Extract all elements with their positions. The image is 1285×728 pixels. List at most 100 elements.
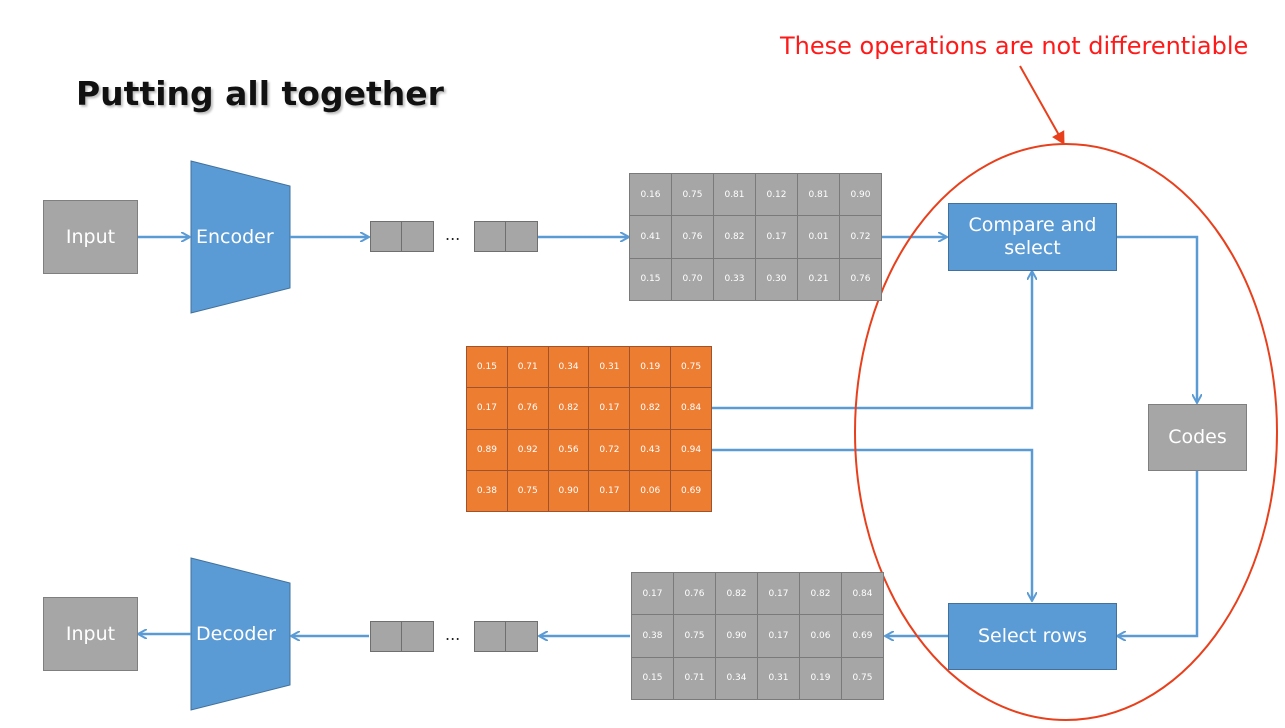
input-bottom-label: Input — [65, 622, 116, 645]
compare-and-select-box: Compare and select — [948, 203, 1117, 271]
matrix-cell: 0.30 — [756, 258, 798, 301]
matrix-cell: 0.71 — [674, 657, 716, 700]
select-rows-label: Select rows — [977, 625, 1088, 647]
encoder-shape — [190, 160, 291, 314]
matrix-cell: 0.76 — [507, 388, 549, 430]
ellipsis-bottom: ... — [445, 625, 461, 644]
matrix-cell: 0.76 — [674, 573, 716, 616]
matrix-cell: 0.75 — [674, 615, 716, 658]
input-box-bottom: Input — [43, 597, 138, 671]
input-box-top: Input — [43, 200, 138, 274]
matrix-cell: 0.84 — [671, 388, 712, 430]
vector-cell — [474, 621, 506, 652]
encoder-label: Encoder — [196, 226, 274, 248]
matrix-cell: 0.69 — [842, 615, 884, 658]
matrix-cell: 0.16 — [630, 174, 672, 217]
matrix-cell: 0.17 — [467, 388, 508, 430]
matrix-cell: 0.33 — [714, 258, 756, 301]
matrix-cell: 0.17 — [758, 573, 800, 616]
matrix-cell: 0.12 — [756, 174, 798, 217]
matrix-cell: 0.72 — [840, 216, 882, 259]
vector-cell — [370, 621, 402, 652]
matrix-cell: 0.01 — [798, 216, 840, 259]
latent-vector-last-top — [474, 221, 538, 252]
slide-title: Putting all together — [76, 74, 444, 113]
matrix-cell: 0.21 — [798, 258, 840, 301]
matrix-cell: 0.76 — [672, 216, 714, 259]
matrix-cell: 0.41 — [630, 216, 672, 259]
matrix-cell: 0.70 — [672, 258, 714, 301]
matrix-cell: 0.17 — [756, 216, 798, 259]
matrix-cell: 0.56 — [548, 429, 590, 471]
vector-cell — [402, 621, 434, 652]
matrix-cell: 0.71 — [507, 347, 549, 389]
matrix-cell: 0.31 — [758, 657, 800, 700]
matrix-cell: 0.81 — [798, 174, 840, 217]
matrix-cell: 0.17 — [758, 615, 800, 658]
matrix-cell: 0.76 — [840, 258, 882, 301]
matrix-cell: 0.34 — [548, 347, 590, 389]
matrix-cell: 0.17 — [632, 573, 674, 616]
matrix-cell: 0.19 — [630, 347, 672, 389]
input-top-label: Input — [65, 225, 116, 248]
matrix-cell: 0.31 — [589, 347, 631, 389]
latent-vector-first-bottom — [370, 621, 434, 652]
matrix-cell: 0.90 — [548, 470, 590, 512]
matrix-cell: 0.17 — [589, 470, 631, 512]
matrix-cell: 0.90 — [716, 615, 758, 658]
vector-cell — [370, 221, 402, 252]
matrix-cell: 0.17 — [589, 388, 631, 430]
vector-cell — [506, 621, 538, 652]
matrix-cell: 0.15 — [630, 258, 672, 301]
matrix-cell: 0.90 — [840, 174, 882, 217]
matrix-cell: 0.94 — [671, 429, 712, 471]
matrix-cell: 0.43 — [630, 429, 672, 471]
matrix-cell: 0.75 — [672, 174, 714, 217]
vector-cell — [402, 221, 434, 252]
matrix-cell: 0.92 — [507, 429, 549, 471]
matrix-cell: 0.89 — [467, 429, 508, 471]
non-differentiable-ellipse — [854, 143, 1278, 721]
matrix-cell: 0.72 — [589, 429, 631, 471]
matrix-cell: 0.15 — [632, 657, 674, 700]
matrix-cell: 0.84 — [842, 573, 884, 616]
matrix-cell: 0.75 — [842, 657, 884, 700]
arrow-codebook-to-select-rows — [712, 448, 1032, 600]
matrix-cell: 0.81 — [714, 174, 756, 217]
matrix-cell: 0.69 — [671, 470, 712, 512]
latent-vector-last-bottom — [474, 621, 538, 652]
arrow-codes-to-select-rows — [1118, 471, 1199, 636]
codes-box: Codes — [1148, 404, 1247, 471]
matrix-cell: 0.34 — [716, 657, 758, 700]
annotation-arrow — [1019, 65, 1065, 145]
codes-label: Codes — [1168, 426, 1227, 448]
matrix-cell: 0.38 — [467, 470, 508, 512]
matrix-cell: 0.82 — [716, 573, 758, 616]
matrix-cell: 0.82 — [800, 573, 842, 616]
latent-vector-first-top — [370, 221, 434, 252]
matrix-cell: 0.75 — [507, 470, 549, 512]
matrix-cell: 0.82 — [714, 216, 756, 259]
compare-and-select-label: Compare and select — [968, 214, 1097, 259]
select-rows-box: Select rows — [948, 603, 1117, 670]
arrow-codebook-to-compare — [712, 272, 1032, 410]
matrix-cell: 0.38 — [632, 615, 674, 658]
ellipsis-top: ... — [445, 225, 461, 244]
vector-cell — [506, 221, 538, 252]
matrix-cell: 0.19 — [800, 657, 842, 700]
matrix-cell: 0.82 — [548, 388, 590, 430]
matrix-cell: 0.82 — [630, 388, 672, 430]
decoder-label: Decoder — [196, 623, 276, 645]
matrix-cell: 0.06 — [630, 470, 672, 512]
decoder-shape — [190, 557, 291, 711]
non-differentiable-note: These operations are not differentiable — [780, 32, 1249, 60]
arrow-compare-to-codes — [1116, 235, 1197, 402]
matrix-cell: 0.75 — [671, 347, 712, 389]
matrix-cell: 0.06 — [800, 615, 842, 658]
matrix-cell: 0.15 — [467, 347, 508, 389]
vector-cell — [474, 221, 506, 252]
